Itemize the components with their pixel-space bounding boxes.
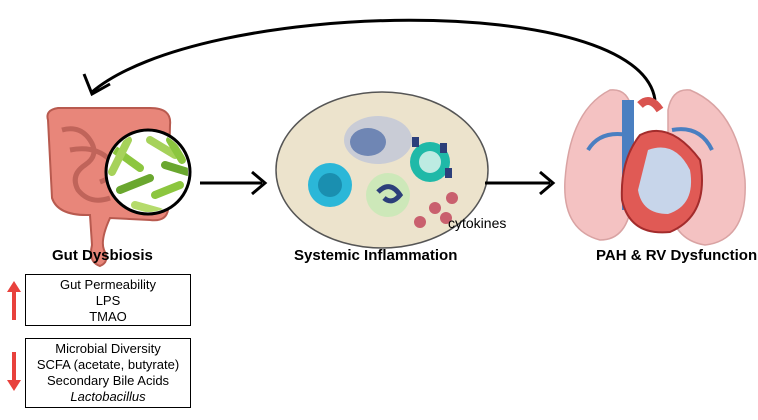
gut-dysbiosis-label: Gut Dysbiosis xyxy=(52,247,153,264)
cytokines-label: cytokines xyxy=(448,215,507,231)
feedback-arrowhead xyxy=(82,73,111,97)
bacteria-magnifier xyxy=(104,128,192,216)
lungs-heart-illustration xyxy=(564,89,746,246)
feedback-arrow xyxy=(91,18,657,101)
immune-cells-oval xyxy=(275,91,489,249)
pah-rv-dysfunction-label: PAH & RV Dysfunction xyxy=(596,247,758,264)
decreased-factors-box: Microbial Diversity SCFA (acetate, butyr… xyxy=(25,338,191,408)
increased-item: TMAO xyxy=(89,309,127,324)
increase-arrow-icon xyxy=(7,281,21,320)
decreased-item: Secondary Bile Acids xyxy=(46,373,170,388)
increased-factors-box: Gut Permeability LPS TMAO xyxy=(25,274,191,326)
systemic-inflammation-label: Systemic Inflammation xyxy=(294,247,458,264)
decreased-item: SCFA (acetate, butyrate) xyxy=(36,357,180,372)
increased-item: Gut Permeability xyxy=(59,277,157,292)
arrowhead-1 xyxy=(251,170,268,196)
decrease-arrow-icon xyxy=(7,352,21,391)
decreased-item: Microbial Diversity xyxy=(55,341,161,356)
decreased-item: Lactobacillus xyxy=(70,389,146,404)
increased-item: LPS xyxy=(95,293,121,308)
arrowhead-2 xyxy=(539,170,556,196)
